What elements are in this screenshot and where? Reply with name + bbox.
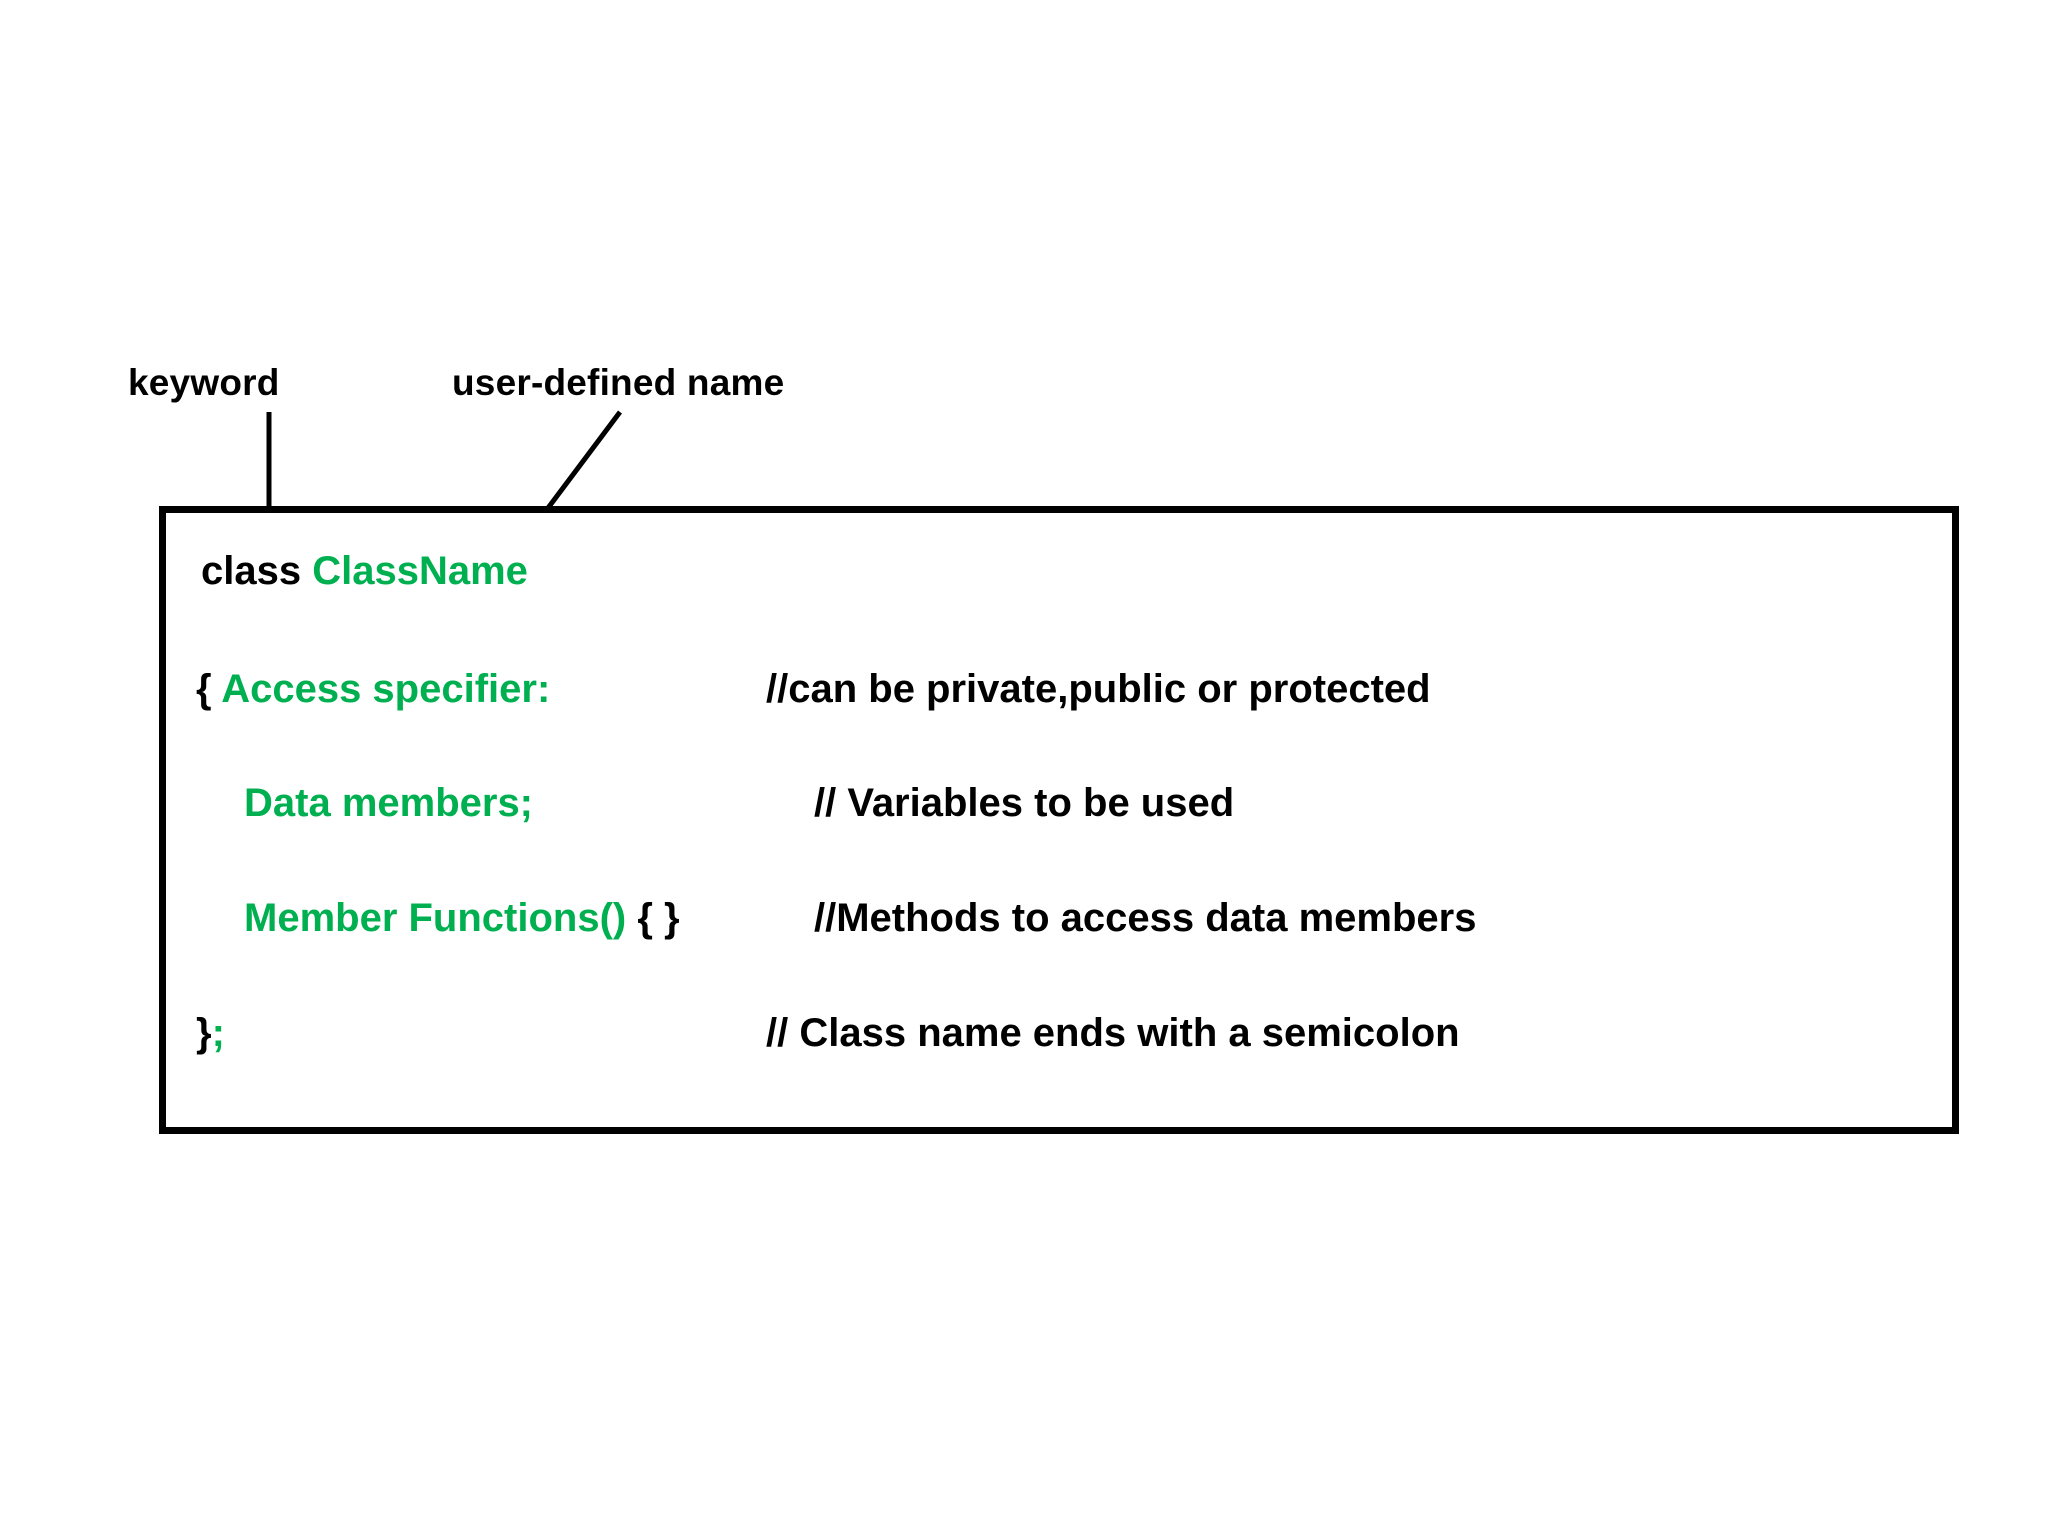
identifier-classname: ClassName <box>312 549 528 593</box>
code-line-2-code: { Access specifier: <box>196 669 766 709</box>
code-block-box: class ClassName { Access specifier://can… <box>159 506 1959 1134</box>
placeholder-member-functions: Member Functions() <box>244 896 627 940</box>
callout-label-user-defined-name: user-defined name <box>452 362 785 403</box>
code-line-3-code: Data members; <box>196 783 814 823</box>
brace-open: { <box>196 667 222 711</box>
function-body-braces: { } <box>626 896 680 940</box>
code-line-class-declaration: class ClassName <box>201 551 771 591</box>
code-line-access-specifier: { Access specifier://can be private,publ… <box>196 669 1431 709</box>
comment-data-members: // Variables to be used <box>814 781 1235 825</box>
code-line-1-code: class ClassName <box>201 551 771 591</box>
keyword-class: class <box>201 549 313 593</box>
comment-closing-semicolon: // Class name ends with a semicolon <box>766 1011 1460 1055</box>
code-line-closing-brace: };// Class name ends with a semicolon <box>196 1013 1460 1053</box>
placeholder-data-members: Data members; <box>244 781 534 825</box>
code-line-5-code: }; <box>196 1013 766 1053</box>
placeholder-access-specifier: Access specifier: <box>221 667 551 711</box>
comment-access-specifier: //can be private,public or protected <box>766 667 1431 711</box>
semicolon: ; <box>211 1011 225 1055</box>
brace-close: } <box>196 1011 212 1055</box>
comment-member-functions: //Methods to access data members <box>814 896 1477 940</box>
code-line-member-functions: Member Functions() { }//Methods to acces… <box>196 898 1476 938</box>
callout-label-keyword: keyword <box>128 362 280 403</box>
code-line-data-members: Data members; // Variables to be used <box>196 783 1234 823</box>
code-line-4-code: Member Functions() { } <box>196 898 814 938</box>
